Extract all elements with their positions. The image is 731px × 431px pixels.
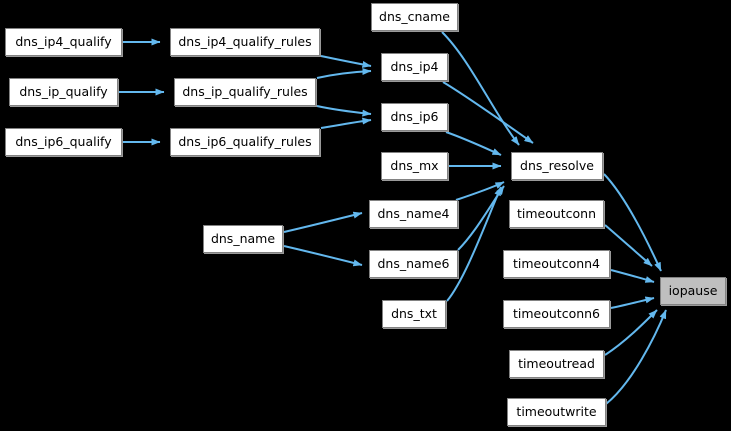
- graph-node-label: dns_ip4_qualify_rules: [178, 33, 312, 49]
- graph-node-dns_cname[interactable]: dns_cname: [371, 3, 458, 31]
- graph-node-dns_ip_qualify_rules[interactable]: dns_ip_qualify_rules: [174, 78, 316, 106]
- graph-node-dns_name[interactable]: dns_name: [203, 225, 283, 253]
- graph-edge-dns_ip6-to-dns_resolve: [445, 131, 502, 156]
- graph-node-label: dns_ip_qualify_rules: [182, 83, 308, 99]
- graph-node-dns_name4[interactable]: dns_name4: [369, 200, 458, 228]
- graph-edge-dns_name-to-dns_name6: [283, 245, 363, 267]
- graph-node-label: dns_mx: [390, 157, 439, 173]
- graph-node-dns_ip4_qualify[interactable]: dns_ip4_qualify: [5, 28, 122, 56]
- graph-node-dns_ip_qualify[interactable]: dns_ip_qualify: [9, 78, 118, 106]
- graph-node-dns_ip4[interactable]: dns_ip4: [381, 53, 448, 81]
- graph-node-label: timeoutconn: [516, 205, 597, 221]
- graph-node-label: timeoutread: [518, 355, 595, 371]
- graph-node-label: dns_name4: [377, 205, 450, 221]
- graph-node-timeoutconn[interactable]: timeoutconn: [509, 200, 604, 228]
- graph-node-dns_mx[interactable]: dns_mx: [381, 152, 448, 180]
- graph-edge-dns_ip4_qualify_rules-to-dns_ip4: [320, 55, 372, 68]
- graph-node-dns_resolve[interactable]: dns_resolve: [511, 152, 603, 180]
- graph-node-timeoutconn4[interactable]: timeoutconn4: [503, 250, 610, 278]
- graph-node-label: timeoutwrite: [516, 403, 597, 419]
- graph-edge-timeoutread-to-iopause: [604, 309, 658, 356]
- graph-node-dns_ip6_qualify[interactable]: dns_ip6_qualify: [5, 128, 122, 156]
- graph-edge-dns_ip_qualify_rules-to-dns_ip6: [316, 105, 372, 117]
- graph-node-dns_name6[interactable]: dns_name6: [369, 250, 458, 278]
- graph-edge-timeoutconn4-to-iopause: [610, 269, 655, 283]
- graph-edge-dns_cname-to-dns_resolve: [441, 31, 520, 146]
- graph-node-label: timeoutconn4: [512, 255, 601, 271]
- graph-node-label: dns_ip6_qualify_rules: [178, 133, 312, 149]
- graph-edge-dns_resolve-to-iopause: [603, 173, 662, 272]
- graph-node-timeoutwrite[interactable]: timeoutwrite: [507, 398, 606, 426]
- graph-edge-dns_name6-to-dns_resolve: [457, 185, 505, 251]
- graph-node-label: dns_resolve: [520, 157, 594, 173]
- graph-edge-timeoutconn-to-iopause: [604, 224, 653, 267]
- graph-edge-dns_ip4-to-dns_resolve: [442, 81, 534, 144]
- graph-node-label: dns_cname: [379, 8, 450, 24]
- graph-node-label: dns_name6: [377, 255, 450, 271]
- graph-node-label: iopause: [668, 282, 718, 298]
- graph-node-dns_ip6[interactable]: dns_ip6: [381, 103, 448, 131]
- graph-node-iopause[interactable]: iopause: [660, 277, 726, 305]
- graph-node-label: timeoutconn6: [512, 305, 601, 321]
- graph-node-dns_ip4_qualify_rules[interactable]: dns_ip4_qualify_rules: [170, 28, 320, 56]
- graph-node-dns_ip6_qualify_rules[interactable]: dns_ip6_qualify_rules: [170, 128, 320, 156]
- graph-edge-timeoutconn6-to-iopause: [610, 296, 655, 309]
- graph-node-label: dns_ip6: [390, 108, 439, 124]
- graph-node-label: dns_ip6_qualify: [15, 133, 112, 149]
- graph-node-label: dns_txt: [391, 305, 437, 321]
- graph-edge-timeoutwrite-to-iopause: [605, 309, 667, 405]
- graph-node-label: dns_name: [210, 230, 276, 246]
- graph-edge-dns_ip6_qualify_rules-to-dns_ip6: [320, 117, 372, 129]
- graph-edge-dns_name-to-dns_name4: [283, 211, 363, 233]
- graph-node-timeoutconn6[interactable]: timeoutconn6: [503, 300, 610, 328]
- graph-node-label: dns_ip_qualify: [19, 83, 108, 99]
- graph-node-timeoutread[interactable]: timeoutread: [509, 350, 604, 378]
- graph-edge-dns_ip_qualify_rules-to-dns_ip4: [316, 67, 372, 79]
- graph-node-label: dns_ip4: [390, 58, 439, 74]
- graph-node-label: dns_ip4_qualify: [15, 33, 112, 49]
- graph-edge-dns_name4-to-dns_resolve: [455, 181, 505, 201]
- graph-node-dns_txt[interactable]: dns_txt: [382, 300, 446, 328]
